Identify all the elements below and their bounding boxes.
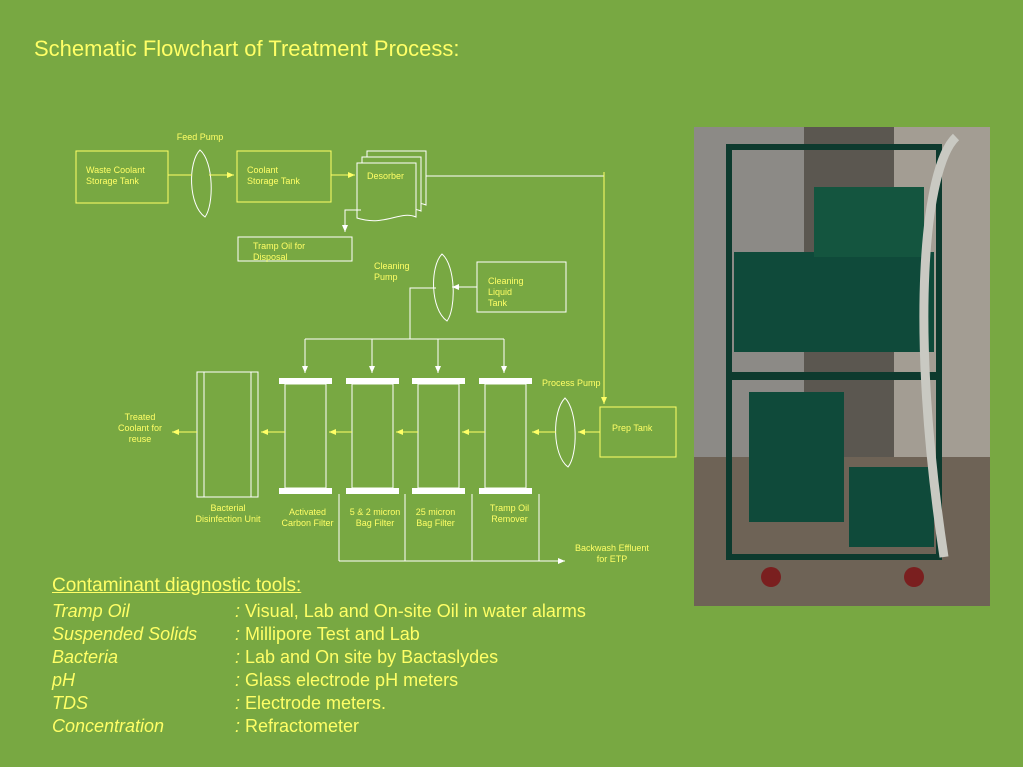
diagnostic-name: pH <box>52 670 76 690</box>
diagnostic-value: Refractometer <box>245 716 360 736</box>
diagnostic-separator: : <box>235 624 241 644</box>
process-pump-icon <box>555 397 576 468</box>
activated-carbon-label: Activated Carbon Filter <box>281 507 334 528</box>
diagnostic-value: Lab and On site by Bactaslydes <box>245 647 499 667</box>
waste-coolant-tank-label: Waste Coolant Storage Tank <box>86 165 145 186</box>
desorber-icon <box>356 150 427 222</box>
bacterial-disinfection-unit-box <box>196 371 259 498</box>
desorber-label: Desorber <box>367 171 405 181</box>
diagnostic-name: Concentration <box>52 716 165 736</box>
bag-filter-5-2-label: 5 & 2 micron Bag Filter <box>349 507 401 528</box>
coolant-storage-tank-box <box>236 150 332 203</box>
diagnostics-heading: Contaminant diagnostic tools: <box>52 575 302 596</box>
feed-pump-icon <box>191 149 212 218</box>
diagnostic-value: Visual, Lab and On-site Oil in water ala… <box>245 601 586 621</box>
diagnostic-separator: : <box>235 647 241 667</box>
diagnostic-value: Electrode meters. <box>245 693 387 713</box>
cleaning-liquid-tank-label: Cleaning Liquid Tank <box>488 276 524 308</box>
bacterial-unit-label: Bacterial Disinfection Unit <box>195 503 261 524</box>
feed-pump-label: Feed Pump <box>176 132 224 142</box>
cleaning-pump-icon <box>433 253 454 322</box>
treatment-machine-photo <box>694 127 990 606</box>
diagnostic-separator: : <box>235 693 241 713</box>
diagnostic-name: Bacteria <box>52 647 119 667</box>
page-title: Schematic Flowchart of Treatment Process… <box>34 36 460 61</box>
tramp-oil-remover-label: Tramp Oil Remover <box>489 503 530 524</box>
diagnostic-value: Millipore Test and Lab <box>245 624 420 644</box>
cleaning-pump-label: Cleaning Pump <box>374 261 410 282</box>
waste-coolant-tank-box <box>75 150 169 204</box>
diagnostic-value: Glass electrode pH meters <box>245 670 459 690</box>
diagnostic-name: Tramp Oil <box>52 601 130 621</box>
tramp-oil-disposal-box <box>237 236 353 262</box>
tramp-oil-remover-column <box>479 378 532 494</box>
coolant-storage-tank-label: Coolant Storage Tank <box>247 165 300 186</box>
tramp-oil-disposal-label: Tramp Oil for Disposal <box>253 241 306 262</box>
diagnostic-separator: : <box>235 716 241 736</box>
machine-illustration <box>694 127 990 606</box>
bag-filter-25-label: 25 micron Bag Filter <box>415 507 456 528</box>
activated-carbon-filter-column <box>279 378 332 494</box>
diagnostic-name: TDS <box>52 693 88 713</box>
bag-filter-25-column <box>412 378 465 494</box>
prep-tank-label: Prep Tank <box>612 423 653 433</box>
treated-coolant-label: Treated Coolant for reuse <box>117 412 163 444</box>
diagnostic-separator: : <box>235 601 241 621</box>
diagnostic-separator: : <box>235 670 241 690</box>
bag-filter-5-2-column <box>346 378 399 494</box>
diagnostic-name: Suspended Solids <box>52 624 198 644</box>
backwash-label: Backwash Effluent for ETP <box>575 543 649 564</box>
process-pump-label: Process Pump <box>542 378 601 388</box>
